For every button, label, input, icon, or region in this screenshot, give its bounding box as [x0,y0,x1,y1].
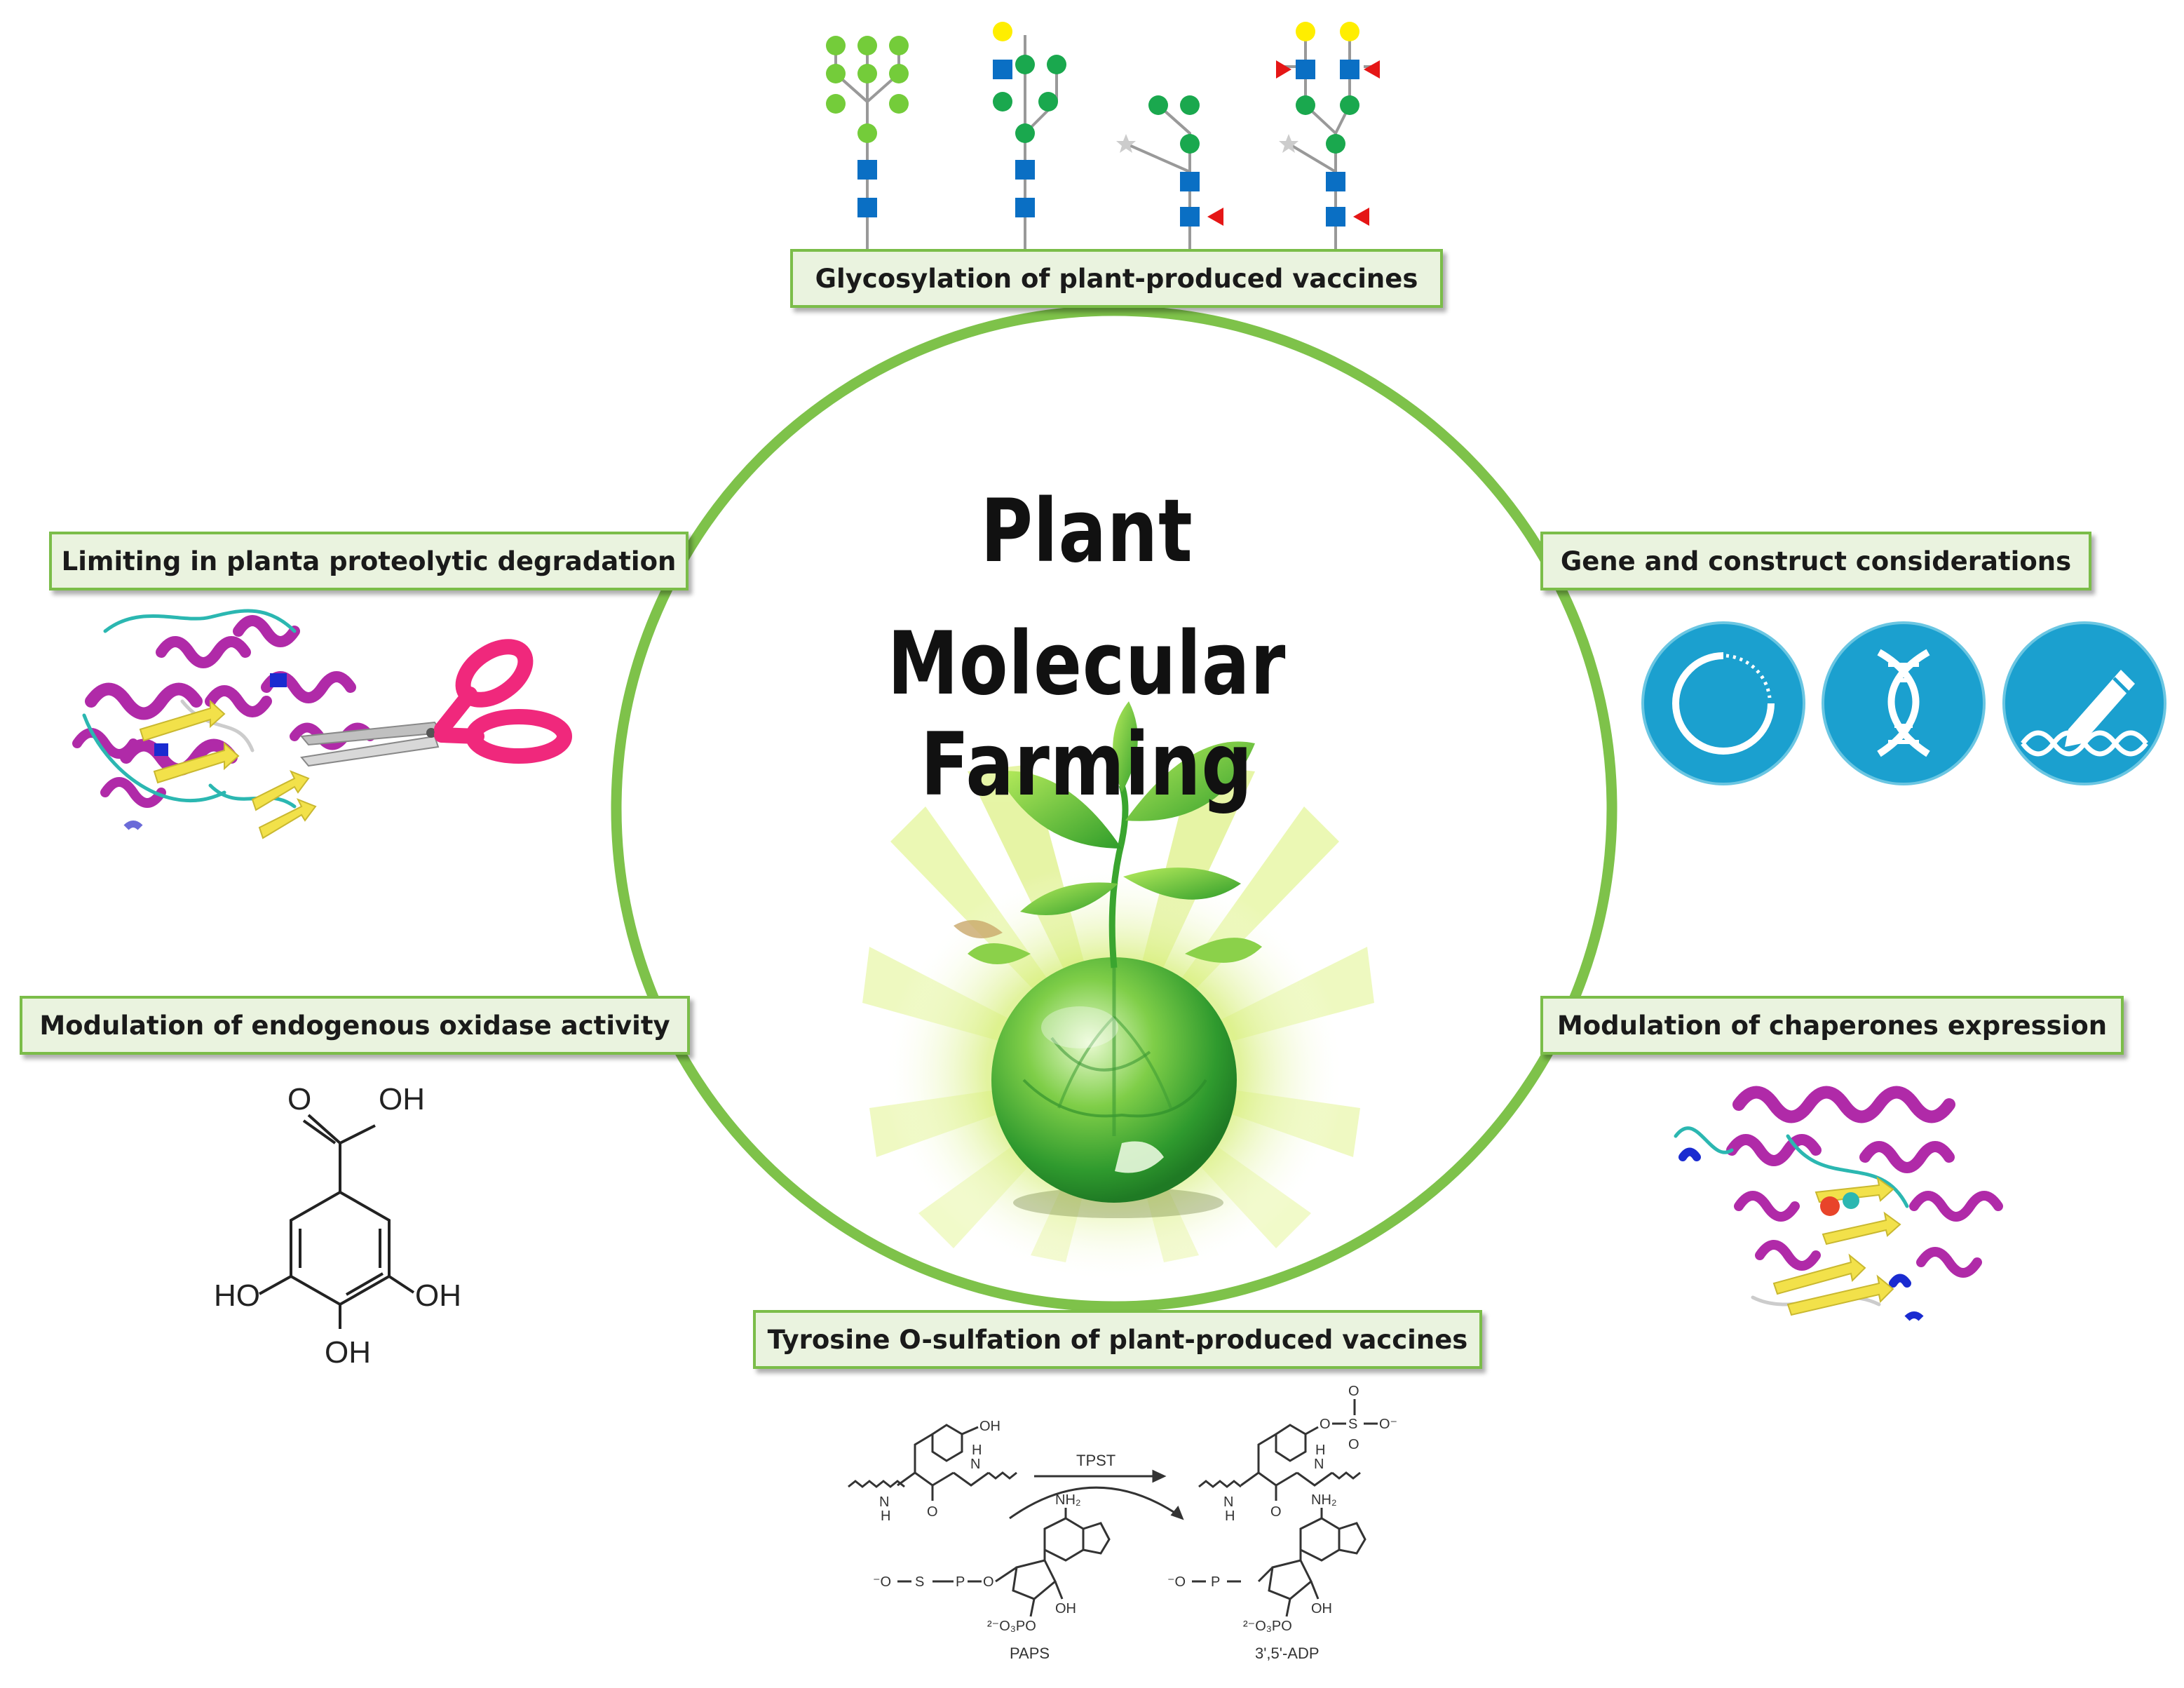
plasmid-icon [1641,621,1805,785]
label-oxidase-activity: Modulation of endogenous oxidase activit… [20,996,690,1055]
left-n-right-label: N [970,1457,980,1472]
adp-label: 3',5'-ADP [1255,1645,1320,1662]
right-h-label: H [1225,1508,1235,1524]
title-line-1: Plant [980,481,1193,582]
label-chaperones-expression: Modulation of chaperones expression [1540,996,2124,1055]
adp-nh2-label: NH₂ [1311,1492,1337,1508]
left-h-right-label: H [972,1443,982,1458]
sulfate-o-label: O [1320,1417,1331,1432]
right-o-label: O [1270,1504,1282,1520]
paps-label: PAPS [1010,1645,1050,1662]
paps-s-label: S [915,1574,924,1590]
central-ring [611,305,1617,1312]
gallic-acid-structure: O OH HO OH OH [214,1082,461,1370]
gallic-acid-ho-left: HO [214,1278,260,1313]
gallic-acid-oh-top: OH [379,1082,425,1116]
chaperone-protein-illustration [1674,1086,2003,1321]
label-glycosylation: Glycosylation of plant-produced vaccines [790,249,1443,308]
gallic-acid-oh-bottom: OH [325,1335,371,1370]
sulfation-reaction-scheme: TPST OH N H O N H N H O N H O S O O O⁻ N… [848,1384,1397,1662]
gallic-acid-oh-right: OH [415,1278,461,1313]
label-tyrosine-sulfation: Tyrosine O-sulfation of plant-produced v… [753,1310,1482,1369]
left-h-label: H [881,1508,890,1524]
adp-p-label: P [1211,1574,1220,1590]
tyr-oh-label: OH [979,1419,1001,1434]
left-o-label: O [927,1504,938,1520]
glycan-structures [826,22,1380,261]
paps-nh2-label: NH₂ [1055,1492,1081,1508]
protease-protein-illustration [72,609,572,839]
sulfate-s-label: S [1348,1417,1357,1432]
paps-left-o-label: ⁻O [873,1574,891,1590]
gene-edit-pencil-icon [2002,621,2166,785]
paps-po3-label: ²⁻O₃PO [987,1619,1036,1634]
label-proteolytic-degradation: Limiting in planta proteolytic degradati… [49,532,689,590]
dna-helix-icon [1822,621,1986,785]
paps-p-label: P [956,1574,965,1590]
right-n-right-label: N [1314,1457,1324,1472]
sulfate-o2-label: O [1348,1437,1359,1452]
adp-oh-label: OH [1311,1601,1332,1616]
sulfate-ominus-label: O⁻ [1379,1417,1397,1432]
gene-construct-icons [1641,621,2166,785]
scissors-icon [300,639,572,767]
label-gene-construct: Gene and construct considerations [1540,532,2091,590]
adp-left-o-label: ⁻O [1167,1574,1186,1590]
paps-o-label: O [983,1574,994,1590]
paps-oh-label: OH [1055,1601,1076,1616]
gallic-acid-o: O [287,1082,311,1116]
right-h-right-label: H [1315,1443,1325,1458]
sulfate-o1-label: O [1348,1384,1359,1399]
right-n-label: N [1223,1494,1233,1510]
plant-globe-illustration [862,701,1374,1283]
left-n-label: N [879,1494,889,1510]
enzyme-label: TPST [1076,1452,1115,1469]
title-line-2: Molecular Farming [887,614,1287,816]
adp-po3-label: ²⁻O₃PO [1243,1619,1292,1634]
